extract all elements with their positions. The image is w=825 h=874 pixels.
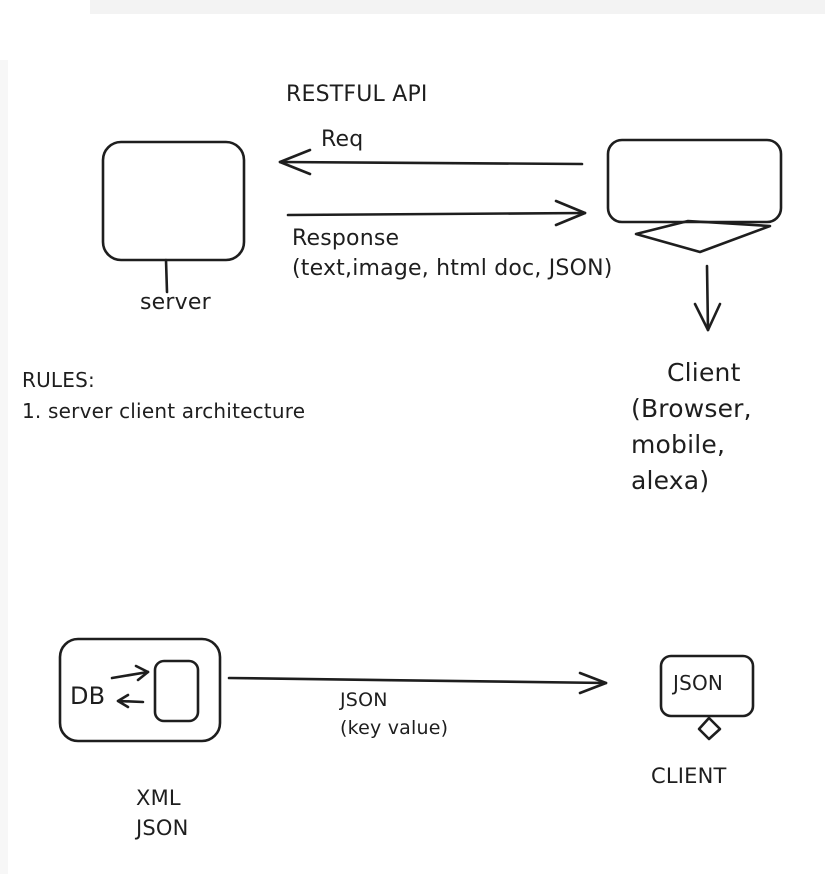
db-inner-box: [153, 659, 200, 723]
client-caps-label: CLIENT: [651, 764, 727, 788]
response-detail-label: (text,image, html doc, JSON): [292, 256, 613, 281]
request-arrow-line: [278, 160, 584, 166]
client-down-arrow-head: [693, 302, 722, 332]
client-down-arrow-line: [705, 264, 710, 332]
db-arrow-right-head: [134, 664, 150, 682]
response-label: Response: [292, 226, 400, 251]
client-label-line-3: mobile,: [631, 430, 726, 459]
rule-item-1: 1. server client architecture: [22, 399, 306, 423]
client-label-line-4: alexa): [631, 466, 710, 495]
json-arrow-head: [578, 671, 608, 695]
response-arrow-line: [286, 211, 587, 217]
response-arrow-head: [554, 199, 587, 227]
client-monitor-stand: [634, 219, 772, 254]
rules-heading: RULES:: [22, 368, 95, 392]
request-arrow-head: [278, 148, 312, 176]
diagram-title: RESTFUL API: [286, 82, 428, 107]
client-label-line-2: (Browser,: [631, 394, 752, 423]
formats-label-line-1: XML: [136, 786, 181, 810]
json-arrow-line: [227, 676, 608, 685]
request-label: Req: [321, 127, 364, 152]
formats-label-line-2: JSON: [136, 816, 189, 840]
json-edge-label-line-1: JSON: [340, 689, 388, 711]
db-arrow-left-head: [116, 693, 130, 709]
db-label: DB: [70, 682, 106, 710]
json-client-box[interactable]: [659, 654, 755, 718]
db-arrow-right-line: [110, 670, 150, 680]
json-client-stand: [697, 716, 722, 741]
client-label-line-1: Client: [667, 358, 741, 387]
left-edge-shade: [0, 60, 8, 874]
db-arrow-left-line: [116, 699, 145, 704]
server-label: server: [140, 290, 211, 315]
db-outer-box[interactable]: [58, 637, 222, 743]
server-stem: [164, 258, 169, 294]
server-box[interactable]: [101, 140, 246, 262]
json-edge-label-line-2: (key value): [340, 717, 449, 739]
client-monitor-box[interactable]: [606, 138, 783, 224]
json-client-box-text: JSON: [673, 671, 724, 695]
top-shade: [90, 0, 825, 14]
